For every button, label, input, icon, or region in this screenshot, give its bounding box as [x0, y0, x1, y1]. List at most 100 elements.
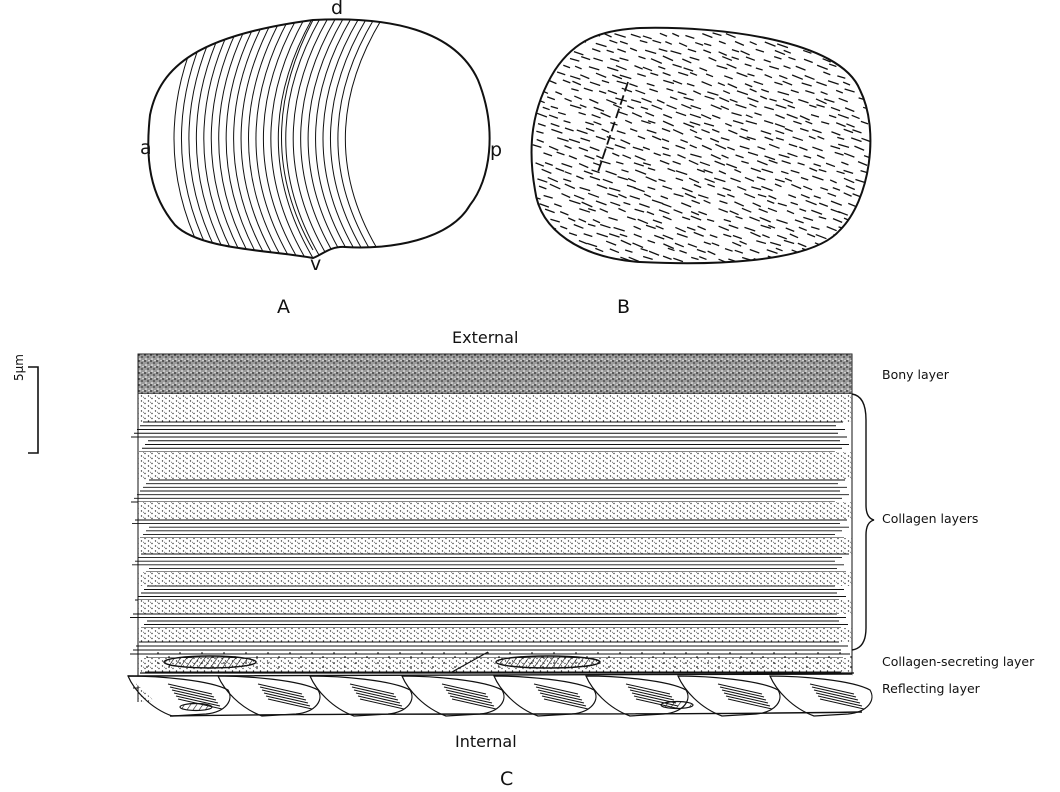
- fiber-dash: [596, 43, 607, 46]
- fiber-dash: [574, 52, 583, 55]
- fiber-dash: [660, 33, 667, 36]
- fiber-dash: [589, 99, 598, 103]
- fiber-dash: [648, 187, 656, 189]
- fiber-dash: [811, 227, 819, 229]
- fiber-dash: [637, 74, 646, 77]
- fiber-dash: [536, 131, 543, 133]
- fiber-dash: [749, 104, 756, 107]
- fiber-dash: [715, 161, 725, 165]
- fiber-dash: [873, 226, 882, 229]
- fiber-dash: [719, 52, 727, 56]
- fiber-dash: [746, 57, 755, 60]
- fiber-dash: [869, 96, 878, 100]
- fiber-dash: [817, 250, 825, 253]
- fiber-dash: [662, 147, 669, 149]
- fiber-dash: [580, 188, 591, 191]
- fiber-dash: [831, 251, 839, 253]
- fiber-dash: [872, 252, 882, 256]
- fiber-dash: [817, 155, 824, 158]
- fiber-dash: [733, 121, 743, 124]
- fiber-dash: [776, 105, 787, 108]
- fiber-dash: [825, 34, 835, 38]
- fiber-dash: [701, 130, 709, 133]
- fiber-dash: [639, 204, 649, 208]
- fiber-dash: [563, 80, 570, 83]
- fiber-dash: [651, 59, 662, 64]
- fiber-dash: [539, 73, 547, 76]
- fiber-dash: [775, 115, 784, 119]
- fiber-dash: [872, 120, 880, 124]
- fiber-dash: [785, 128, 793, 131]
- fiber-dash: [597, 185, 607, 189]
- fiber-dash: [698, 195, 708, 198]
- fiber-dash: [811, 210, 822, 214]
- fiber-dash: [676, 171, 687, 175]
- fiber-dash: [841, 162, 848, 165]
- fiber-dash: [793, 121, 801, 124]
- fiber-dash: [833, 57, 843, 60]
- fiber-dash: [693, 91, 701, 94]
- fiber-dash: [727, 194, 734, 197]
- fiber-dash: [704, 123, 714, 126]
- panel-a-label: A: [277, 298, 290, 317]
- fiber-dash: [803, 217, 813, 220]
- fiber-dash: [860, 218, 868, 221]
- fiber-dash: [692, 200, 700, 203]
- fiber-dash: [761, 186, 772, 190]
- fiber-dash: [764, 107, 774, 110]
- fiber-dash: [789, 144, 797, 147]
- secreting-cell: [496, 656, 600, 668]
- fiber-dash: [557, 72, 565, 75]
- fiber-dash: [585, 122, 593, 125]
- bony-layer-label: Bony layer: [882, 369, 949, 382]
- fiber-dash: [765, 75, 772, 78]
- fiber-dash: [536, 163, 544, 166]
- fiber-dash: [859, 259, 870, 263]
- fiber-dash: [776, 248, 783, 251]
- fiber-dash: [617, 49, 625, 52]
- fiber-dash: [838, 144, 849, 147]
- fiber-dash: [749, 217, 759, 221]
- fiber-dash: [726, 164, 737, 168]
- fiber-dash: [803, 186, 812, 190]
- fiber-dash: [676, 178, 683, 180]
- fiber-dash: [788, 153, 798, 156]
- fiber-dash: [658, 67, 665, 70]
- fiber-dash: [707, 92, 718, 95]
- fiber-dash: [565, 128, 574, 131]
- fiber-dash: [698, 226, 706, 230]
- fiber-dash: [537, 140, 544, 143]
- fiber-dash: [870, 113, 878, 116]
- fiber-dash: [569, 43, 577, 46]
- fiber-dash: [721, 106, 729, 109]
- fiber-dash: [694, 184, 701, 187]
- fiber-dash: [683, 123, 694, 127]
- fiber-dash: [750, 250, 760, 253]
- fiber-dash: [787, 114, 798, 118]
- fiber-dash: [823, 72, 830, 75]
- fiber-dash: [701, 115, 711, 119]
- fiber-dash: [831, 107, 840, 110]
- growth-ridge: [211, 10, 247, 265]
- fiber-dash: [735, 42, 744, 46]
- fiber-dash: [727, 147, 734, 150]
- fiber-dash: [852, 115, 860, 118]
- fiber-dash: [643, 163, 651, 165]
- fiber-dash: [844, 178, 854, 182]
- fiber-dash: [544, 260, 551, 262]
- fiber-dash: [863, 107, 874, 111]
- fiber-dash: [688, 244, 697, 247]
- secreting-cell: [164, 656, 256, 668]
- fiber-dash: [682, 59, 691, 63]
- fiber-dash: [568, 218, 575, 221]
- fiber-dash: [769, 144, 779, 148]
- fiber-dash: [634, 66, 642, 69]
- bony-layer: [138, 354, 852, 394]
- fiber-dash: [563, 65, 570, 67]
- fiber-dash: [635, 156, 646, 161]
- fiber-dash: [809, 136, 816, 139]
- fiber-dash: [750, 42, 757, 45]
- fiber-dash: [588, 209, 596, 211]
- fiber-dash: [548, 177, 558, 181]
- fiber-dash: [634, 163, 644, 166]
